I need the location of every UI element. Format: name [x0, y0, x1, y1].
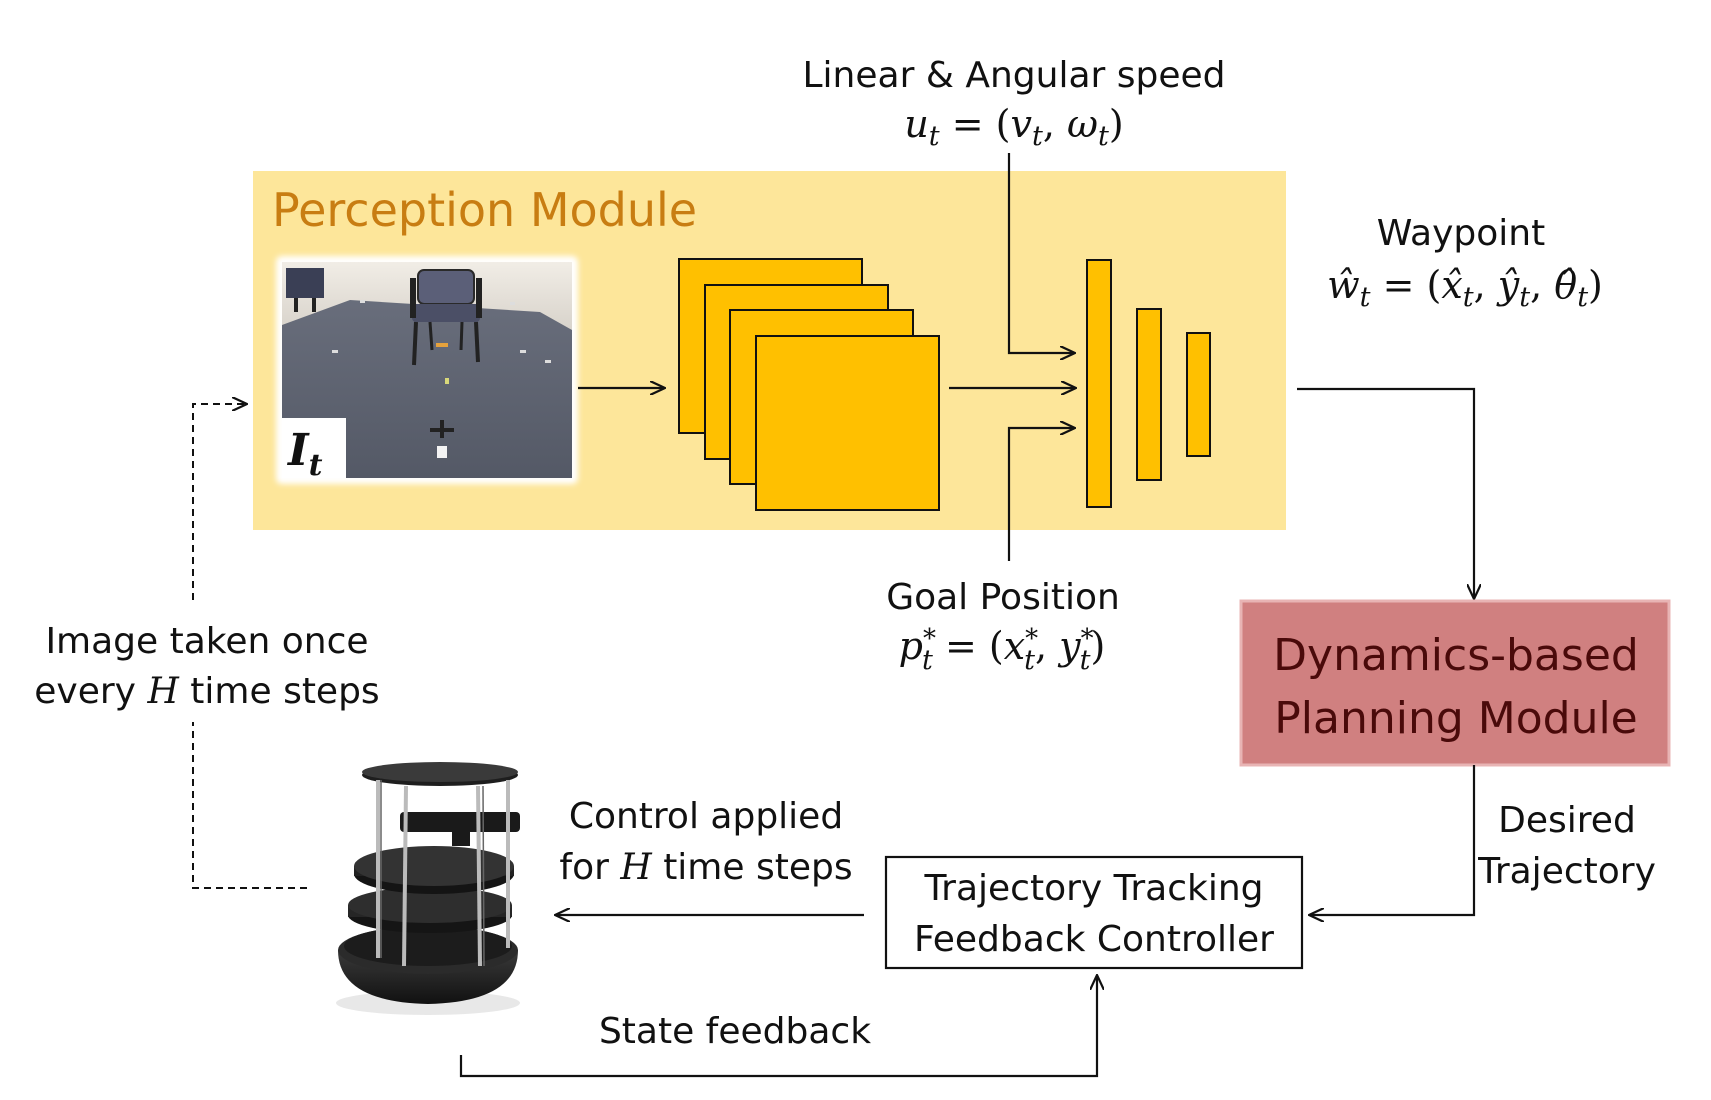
speed-input-label: Linear & Angular speed: [802, 55, 1225, 96]
goal-input-label: Goal Position: [886, 577, 1120, 618]
planning-module-box: [1239, 599, 1671, 767]
controller-line2: Feedback Controller: [914, 919, 1274, 960]
fc-layer: [1186, 332, 1211, 457]
desired-trajectory-line1: Desired: [1498, 800, 1636, 841]
turtlebot-robot: [336, 762, 520, 1015]
image-taken-line2: every H time steps: [34, 671, 379, 712]
fully-connected-layers: [1086, 259, 1211, 508]
feature-map: [755, 335, 940, 511]
arrow-fc-to-planning: [1297, 387, 1474, 598]
cnn-feature-maps: [678, 258, 940, 511]
fc-layer: [1136, 308, 1162, 481]
waypoint-label: Waypoint: [1377, 213, 1545, 254]
waypoint-formula: ŵt = (x̂t, ŷt, θ̂t): [1327, 263, 1603, 313]
controller-box: [884, 855, 1304, 970]
state-feedback-label: State feedback: [599, 1011, 871, 1052]
controller-line1: Trajectory Tracking: [923, 868, 1263, 909]
planning-module-line2: Planning Module: [1274, 693, 1638, 744]
planning-module-line1: Dynamics-based: [1273, 630, 1639, 681]
image-taken-line1: Image taken once: [45, 621, 368, 662]
control-applied-line1: Control applied: [569, 796, 843, 837]
arrow-speed-to-fc: [1007, 153, 1074, 353]
dashed-arrow-robot-to-image: [192, 722, 307, 889]
room-with-chair-photo: [276, 256, 578, 484]
fc-layer: [1086, 259, 1112, 508]
arrow-robot-to-controller: [459, 976, 1097, 1078]
arrow-goal-to-fc: [1007, 428, 1074, 561]
speed-input-formula: ut = (vt, ωt): [904, 102, 1123, 152]
control-applied-line2: for H time steps: [559, 847, 852, 888]
desired-trajectory-line2: Trajectory: [1477, 851, 1656, 892]
goal-input-formula: p*t = (x*t, y*t): [899, 624, 1106, 676]
arrow-planning-to-controller: [1310, 765, 1476, 915]
image-label: It: [286, 425, 323, 483]
perception-module-title: Perception Module: [272, 183, 697, 237]
dashed-arrow-robot-to-image-upper: [192, 404, 246, 600]
